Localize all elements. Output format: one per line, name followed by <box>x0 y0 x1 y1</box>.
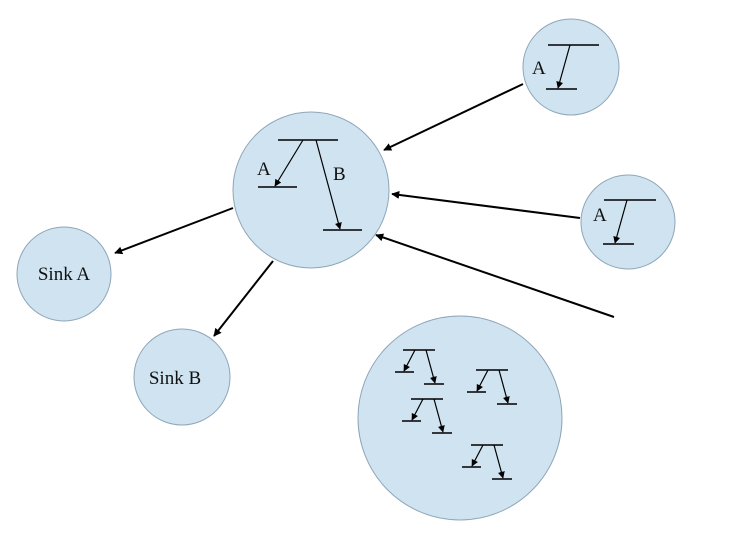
source-top-transition <box>556 44 571 89</box>
sink-b-node: Sink B <box>133 328 231 426</box>
edge-hub-to-sink-a <box>114 207 234 255</box>
hub-label-b: B <box>333 164 346 185</box>
cluster-emitter-1 <box>395 349 444 385</box>
source-mid-transition <box>613 199 628 244</box>
edge-external-to-hub <box>375 233 615 318</box>
cluster-node <box>357 315 563 521</box>
hub-label-a: A <box>257 159 271 180</box>
source-top-label: A <box>532 58 546 79</box>
edges <box>114 83 615 337</box>
edge-hub-to-sink-b <box>213 260 274 337</box>
cluster-emitter-2 <box>467 369 517 405</box>
hub-transition-a <box>274 139 304 187</box>
cluster-emitter-3 <box>402 398 452 434</box>
source-mid-label: A <box>593 205 607 226</box>
cluster-emitter-4 <box>462 444 512 480</box>
hub-node: A B <box>232 111 390 269</box>
sink-a-label: Sink A <box>38 264 91 285</box>
source-mid-node: A <box>580 174 676 270</box>
edge-source-mid-to-hub <box>391 190 581 219</box>
hub-transition-b <box>315 139 342 230</box>
sink-a-node: Sink A <box>16 226 112 322</box>
sink-b-label: Sink B <box>149 368 201 389</box>
source-top-node: A <box>522 18 620 116</box>
edge-source-top-to-hub <box>383 83 524 151</box>
